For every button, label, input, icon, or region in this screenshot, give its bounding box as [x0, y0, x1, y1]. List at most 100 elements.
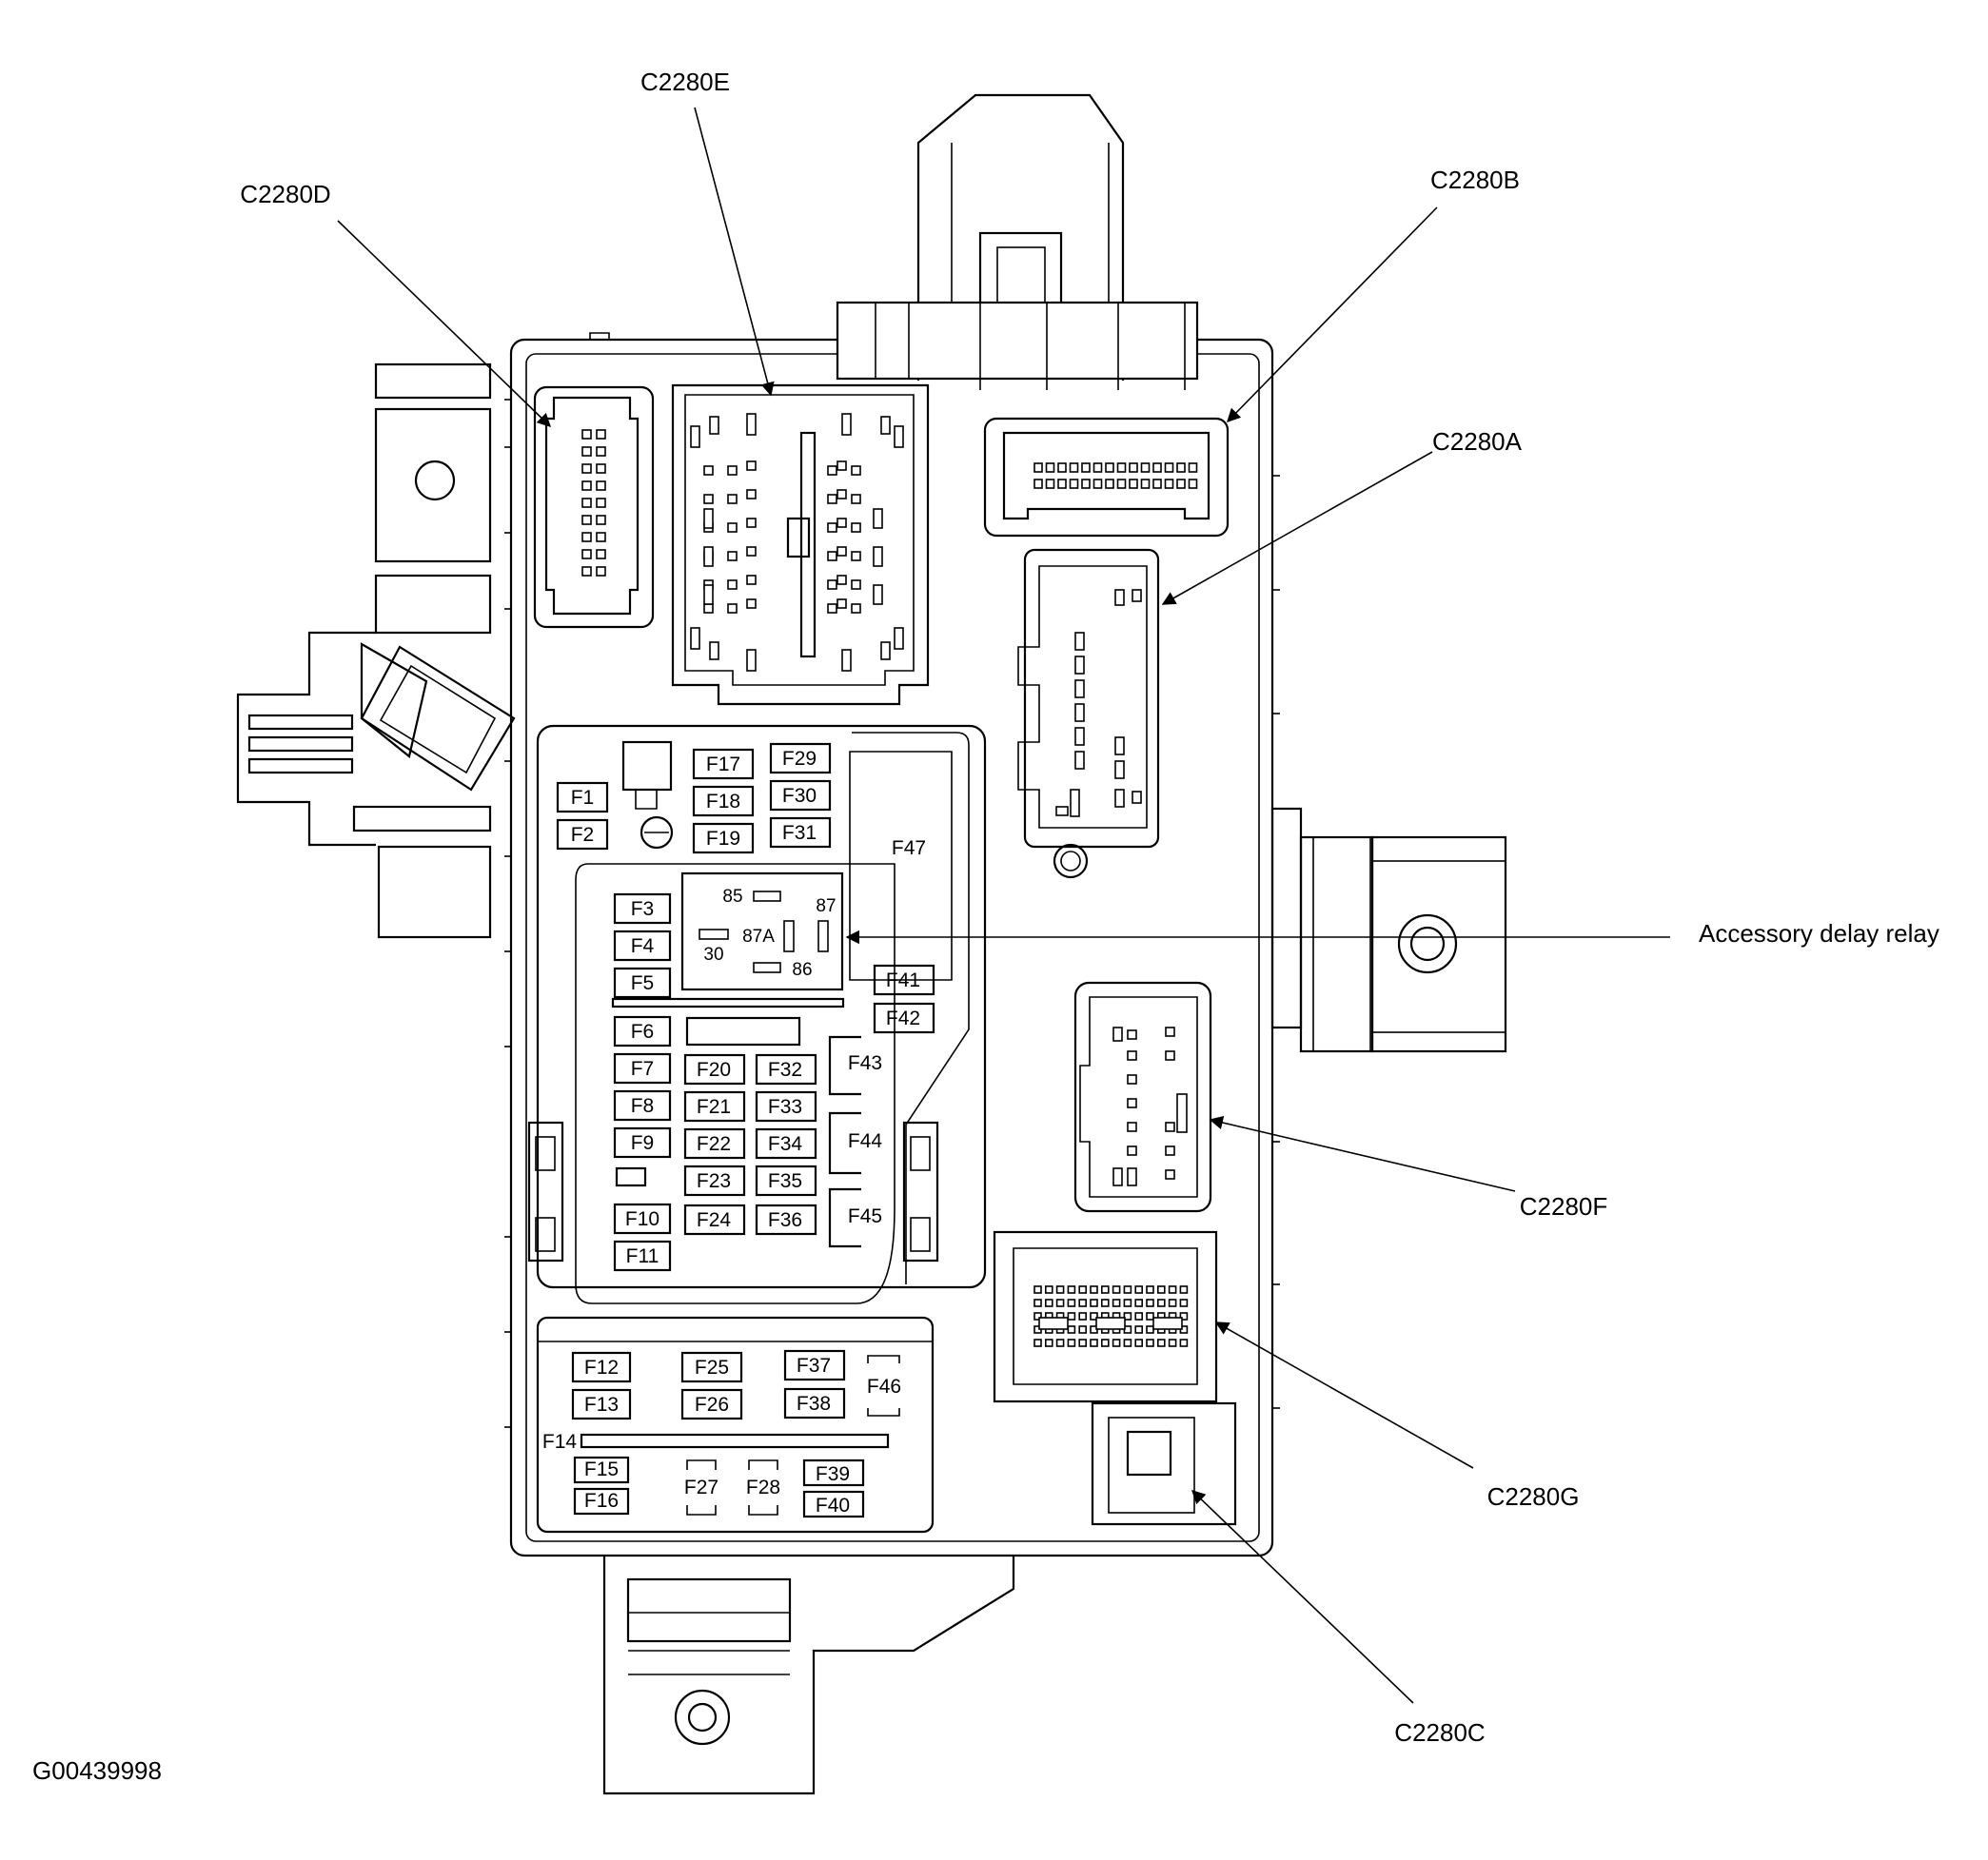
- fuse-label-f31: F31: [782, 822, 817, 844]
- connector-pin: [1123, 1312, 1132, 1321]
- connector-pin: [1033, 462, 1043, 473]
- connector-pin: [1165, 1145, 1175, 1156]
- connector-pin: [1033, 1312, 1042, 1321]
- connector-pin: [709, 416, 719, 435]
- connector-pin: [837, 546, 847, 557]
- connector-c2280e: [671, 383, 930, 706]
- connector-pin: [827, 603, 837, 614]
- fuse-f6: [613, 1015, 672, 1047]
- fuse-f40: [802, 1490, 865, 1518]
- label-c2280c: C2280C: [1394, 1718, 1485, 1747]
- connector-pin: [1074, 632, 1085, 651]
- connector-pin: [851, 579, 861, 590]
- fuse-f13: [571, 1388, 632, 1420]
- connector-pin: [827, 465, 837, 476]
- connector-pin: [746, 413, 757, 436]
- connector-pin: [1055, 1339, 1065, 1347]
- connector-pin: [1123, 1299, 1132, 1307]
- fuse-f2: [556, 818, 609, 851]
- connector-pin: [709, 641, 719, 660]
- connector-pin: [1112, 1167, 1123, 1186]
- connector-pin: [1033, 1339, 1042, 1347]
- connector-pin: [596, 480, 606, 491]
- fuse-label-f17: F17: [706, 754, 740, 775]
- fuse-f18: [692, 785, 755, 817]
- connector-pin: [1101, 1285, 1110, 1294]
- connector-pin: [851, 494, 861, 504]
- connector-pin: [1129, 462, 1138, 473]
- fuse-label-f4: F4: [631, 935, 655, 957]
- fuse-f26: [680, 1388, 743, 1420]
- fuse-label-f7: F7: [631, 1058, 655, 1080]
- figure-id: G00439998: [32, 1756, 162, 1785]
- fuse-f9: [613, 1126, 672, 1159]
- connector-pin: [1078, 1339, 1087, 1347]
- connector-pin: [1140, 479, 1151, 489]
- fuse-f33: [755, 1090, 817, 1123]
- connector-pin: [1176, 479, 1186, 489]
- connector-pin: [727, 494, 738, 504]
- connector-pin: [1057, 462, 1067, 473]
- connector-pin: [880, 416, 891, 435]
- connector-pin: [1165, 1169, 1175, 1180]
- connector-pin: [1090, 1312, 1098, 1321]
- connector-pin: [746, 649, 757, 672]
- fuse-label-f6: F6: [631, 1021, 655, 1043]
- connector-pin: [703, 508, 714, 529]
- fuse-f37: [783, 1349, 846, 1381]
- connector-pin: [873, 584, 883, 605]
- fuse-label-f41: F41: [886, 969, 920, 991]
- fuse-label-f13: F13: [584, 1394, 619, 1416]
- fuse-f22: [683, 1127, 746, 1160]
- relay-pin-labels: 85 87 87A 30 86: [703, 887, 836, 980]
- connector-pin: [727, 551, 738, 561]
- relay-pin-30: 30: [703, 945, 723, 965]
- connector-pin: [851, 465, 861, 476]
- connector-pin: [1132, 791, 1142, 804]
- connector-pin: [1033, 1299, 1042, 1307]
- fuse-label-f1: F1: [571, 787, 595, 809]
- fuse-label-f23: F23: [697, 1170, 731, 1192]
- connector-pin: [1078, 1299, 1087, 1307]
- fuse-f17: [692, 748, 755, 780]
- fuse-f41: [873, 964, 935, 996]
- connector-pin: [1134, 1299, 1143, 1307]
- connector-pin: [1188, 462, 1198, 473]
- connector-pin: [1127, 1074, 1137, 1085]
- fuse-label-f40: F40: [816, 1495, 850, 1517]
- connector-pin: [1116, 462, 1127, 473]
- connector-pin: [1127, 1167, 1137, 1186]
- fuse-f7: [613, 1052, 672, 1085]
- fuse-labels: F1 F2 F3 F4 F5 F6 F7 F8 F9 F10 F11 F12 F…: [542, 748, 926, 1517]
- fuse-label-f43: F43: [848, 1052, 882, 1074]
- connector-pin: [1101, 1339, 1110, 1347]
- fuse-label-f35: F35: [768, 1170, 802, 1192]
- fuse-label-f34: F34: [768, 1133, 803, 1155]
- connector-pin: [1038, 1317, 1069, 1330]
- connector-pin: [1045, 462, 1055, 473]
- fuse-f34: [755, 1127, 817, 1160]
- fuse-f15: [573, 1456, 630, 1484]
- connector-pin: [596, 498, 606, 508]
- connector-pin: [1045, 1285, 1053, 1294]
- connector-pin: [596, 566, 606, 577]
- label-c2280d: C2280D: [240, 180, 330, 208]
- fuse-f44: [828, 1111, 861, 1175]
- connector-pin: [746, 575, 757, 585]
- connector-pin: [1045, 479, 1055, 489]
- connector-pin: [1168, 1285, 1177, 1294]
- connector-pin: [837, 598, 847, 609]
- fuse-f38: [783, 1387, 846, 1419]
- relay-pin-86: 86: [792, 960, 812, 980]
- fuse-panel-main: [527, 724, 987, 1304]
- connector-pin: [1146, 1339, 1154, 1347]
- fuse-f19: [692, 822, 755, 854]
- fuse-f4: [613, 930, 672, 962]
- connector-pin: [746, 460, 757, 471]
- fuse-f16: [573, 1487, 630, 1516]
- connector-pin: [581, 532, 592, 542]
- fuse-f8: [613, 1089, 672, 1122]
- fuse-label-f26: F26: [695, 1394, 729, 1416]
- connector-pin: [703, 584, 714, 605]
- connector-pin: [1164, 479, 1174, 489]
